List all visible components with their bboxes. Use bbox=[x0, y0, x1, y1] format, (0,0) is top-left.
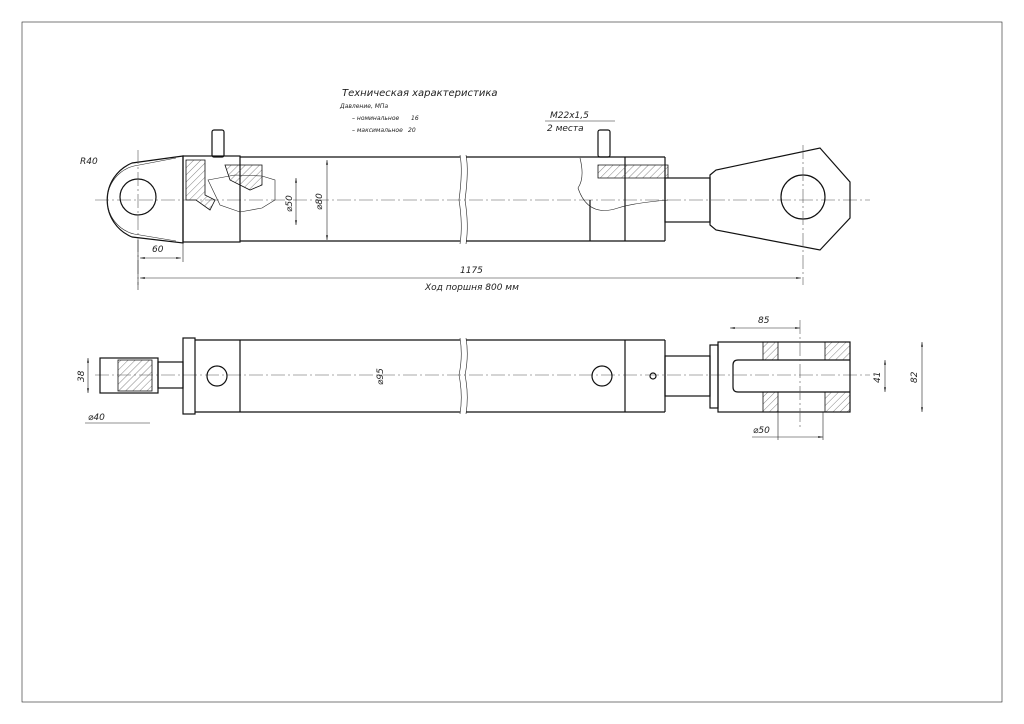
clevis-slot-dim: 41 bbox=[873, 372, 883, 383]
break-lines bbox=[458, 154, 468, 245]
head-section-hatch bbox=[185, 159, 216, 211]
clevis-length-dim: 85 bbox=[758, 316, 770, 326]
gland-section-hatch bbox=[597, 164, 669, 179]
piston bbox=[207, 174, 276, 213]
left-rod-eye bbox=[106, 155, 184, 244]
overall-length-dim: 1175 bbox=[460, 266, 483, 276]
body-side bbox=[195, 339, 666, 413]
barrel bbox=[240, 156, 665, 242]
left-head bbox=[182, 155, 241, 243]
right-clevis bbox=[717, 341, 851, 413]
piston-section-hatch bbox=[224, 164, 263, 191]
spec-title: Техническая характеристика bbox=[342, 88, 498, 99]
spec-nominal-label: – номинальное bbox=[352, 115, 399, 122]
top-view: R40 60 1175 Ход поршня 800 мм ⌀50 ⌀80 M2… bbox=[80, 111, 870, 293]
right-port-hole bbox=[591, 365, 613, 387]
bottom-view: ⌀95 38 ⌀40 85 41 82 ⌀50 bbox=[77, 316, 923, 440]
clevis-slot bbox=[732, 359, 850, 393]
port-thread: M22x1,5 bbox=[550, 111, 589, 121]
left-flange bbox=[182, 337, 196, 415]
right-rod-eye bbox=[709, 147, 851, 251]
clevis-pin-dim: ⌀50 bbox=[753, 426, 770, 436]
radius-dim: R40 bbox=[80, 157, 98, 167]
body-dia-dim: ⌀95 bbox=[376, 368, 386, 385]
cutaway-line bbox=[577, 157, 669, 211]
spec-pressure-label: Давление, МПа bbox=[339, 103, 388, 110]
left-port bbox=[211, 129, 225, 158]
left-eye-inner-line bbox=[107, 157, 177, 242]
technical-spec-block: Техническая характеристика Давление, МПа… bbox=[339, 88, 498, 134]
left-port-hole bbox=[206, 365, 228, 387]
left-dia-dim: ⌀40 bbox=[88, 413, 105, 423]
spec-max-value: 20 bbox=[408, 127, 416, 134]
spec-nominal-value: 16 bbox=[411, 115, 419, 122]
port-count: 2 места bbox=[547, 124, 584, 134]
stroke-note: Ход поршня 800 мм bbox=[424, 283, 519, 293]
clevis-width-dim: 82 bbox=[910, 371, 920, 383]
eye-offset-dim: 60 bbox=[152, 245, 164, 255]
right-port bbox=[597, 129, 611, 158]
sheet-frame bbox=[21, 21, 1003, 703]
bore-dia-dim: ⌀80 bbox=[315, 193, 325, 210]
spec-max-label: – максимальное bbox=[352, 127, 403, 134]
left-width-dim: 38 bbox=[77, 370, 87, 382]
rod-dia-dim: ⌀50 bbox=[285, 195, 295, 212]
